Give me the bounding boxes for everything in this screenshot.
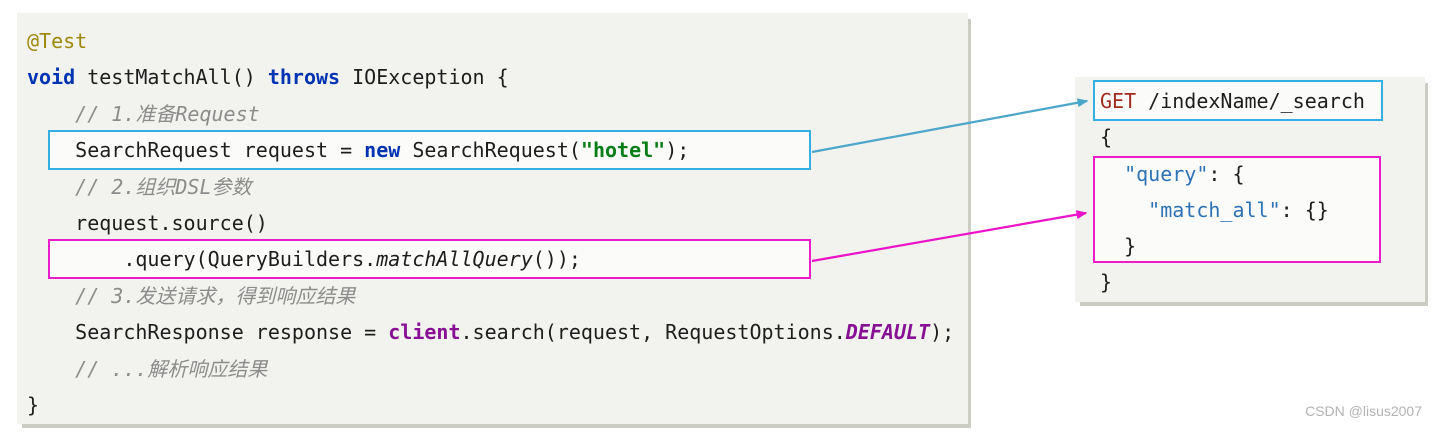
code-token-json-key: "match_all" bbox=[1148, 197, 1281, 222]
code-token-comment: // 1.准备Request bbox=[27, 101, 260, 126]
highlight-box-match-all-query bbox=[1093, 156, 1381, 263]
code-line: .query(QueryBuilders.matchAllQuery()); bbox=[27, 241, 968, 277]
code-token-plain: SearchResponse response = bbox=[27, 320, 389, 345]
code-line: // 3.发送请求，得到响应结果 bbox=[27, 278, 968, 314]
code-token-plain: IOException { bbox=[340, 65, 509, 90]
code-token-string: "hotel" bbox=[580, 138, 666, 163]
code-token-comment: // 2.组织DSL参数 bbox=[27, 174, 252, 199]
java-code-panel: @Test void testMatchAll() throws IOExcept… bbox=[17, 13, 968, 424]
highlight-box-search-request bbox=[48, 130, 811, 170]
dsl-code: GET /indexName/_search { "query": { "matc… bbox=[1075, 77, 1425, 301]
code-line: } bbox=[1100, 228, 1425, 264]
code-token-plain: ); bbox=[930, 320, 955, 345]
code-line: @Test bbox=[27, 23, 968, 59]
code-line: "query": { bbox=[1100, 156, 1425, 192]
code-token-json-key: "query" bbox=[1124, 161, 1209, 186]
code-token-plain bbox=[1100, 198, 1148, 222]
code-token-comment: // ...解析响应结果 bbox=[27, 356, 268, 381]
code-token-keyword: throws bbox=[267, 65, 341, 90]
code-token-keyword: new bbox=[364, 138, 401, 163]
code-token-plain: } bbox=[1100, 270, 1113, 295]
code-token-plain: .query(QueryBuilders. bbox=[27, 247, 377, 272]
code-token-plain: : {} bbox=[1280, 197, 1329, 222]
code-token-plain: { bbox=[1100, 125, 1113, 150]
code-line: // 1.准备Request bbox=[27, 96, 968, 132]
code-line: { bbox=[1100, 119, 1425, 155]
code-token-plain: SearchRequest( bbox=[400, 138, 581, 163]
dsl-request-panel: GET /indexName/_search { "query": { "matc… bbox=[1075, 77, 1425, 302]
code-token-plain: : { bbox=[1208, 161, 1245, 186]
code-line: "match_all": {} bbox=[1100, 192, 1425, 228]
watermark: CSDN @lisus2007 bbox=[1305, 403, 1422, 419]
highlight-box-get-endpoint bbox=[1093, 80, 1383, 121]
code-line: SearchRequest request = new SearchReques… bbox=[27, 132, 968, 168]
code-token-plain: ()); bbox=[532, 247, 581, 272]
code-line: SearchResponse response = client.search(… bbox=[27, 314, 968, 350]
java-code: @Test void testMatchAll() throws IOExcept… bbox=[17, 13, 968, 423]
code-token-http-method: GET bbox=[1100, 89, 1137, 113]
code-token-plain: testMatchAll() bbox=[75, 65, 268, 90]
code-line: // 2.组织DSL参数 bbox=[27, 169, 968, 205]
code-token-field: client bbox=[388, 320, 461, 345]
code-token-plain bbox=[1100, 162, 1124, 186]
code-token-plain: request.source() bbox=[27, 210, 268, 235]
code-token-static-method: matchAllQuery bbox=[376, 247, 533, 272]
highlight-box-query-builder bbox=[48, 239, 811, 279]
code-line: void testMatchAll() throws IOException { bbox=[27, 59, 968, 95]
code-token-plain: SearchRequest request = bbox=[27, 138, 365, 163]
code-line: request.source() bbox=[27, 205, 968, 241]
code-token-keyword: void bbox=[27, 65, 76, 90]
code-token-plain: } bbox=[1100, 234, 1137, 259]
code-token-comment: // 3.发送请求，得到响应结果 bbox=[27, 283, 356, 308]
code-token-constant: DEFAULT bbox=[845, 320, 931, 345]
code-token-annotation: @Test bbox=[27, 29, 88, 53]
code-line: } bbox=[1100, 264, 1425, 300]
code-line: GET /indexName/_search bbox=[1100, 83, 1425, 119]
code-token-plain: ); bbox=[665, 138, 690, 163]
code-line: } bbox=[27, 387, 968, 423]
code-token-plain: } bbox=[27, 392, 40, 417]
code-line: // ...解析响应结果 bbox=[27, 351, 968, 387]
code-token-plain: /indexName/_search bbox=[1136, 89, 1365, 113]
code-token-plain: .search(request, RequestOptions. bbox=[460, 320, 846, 345]
